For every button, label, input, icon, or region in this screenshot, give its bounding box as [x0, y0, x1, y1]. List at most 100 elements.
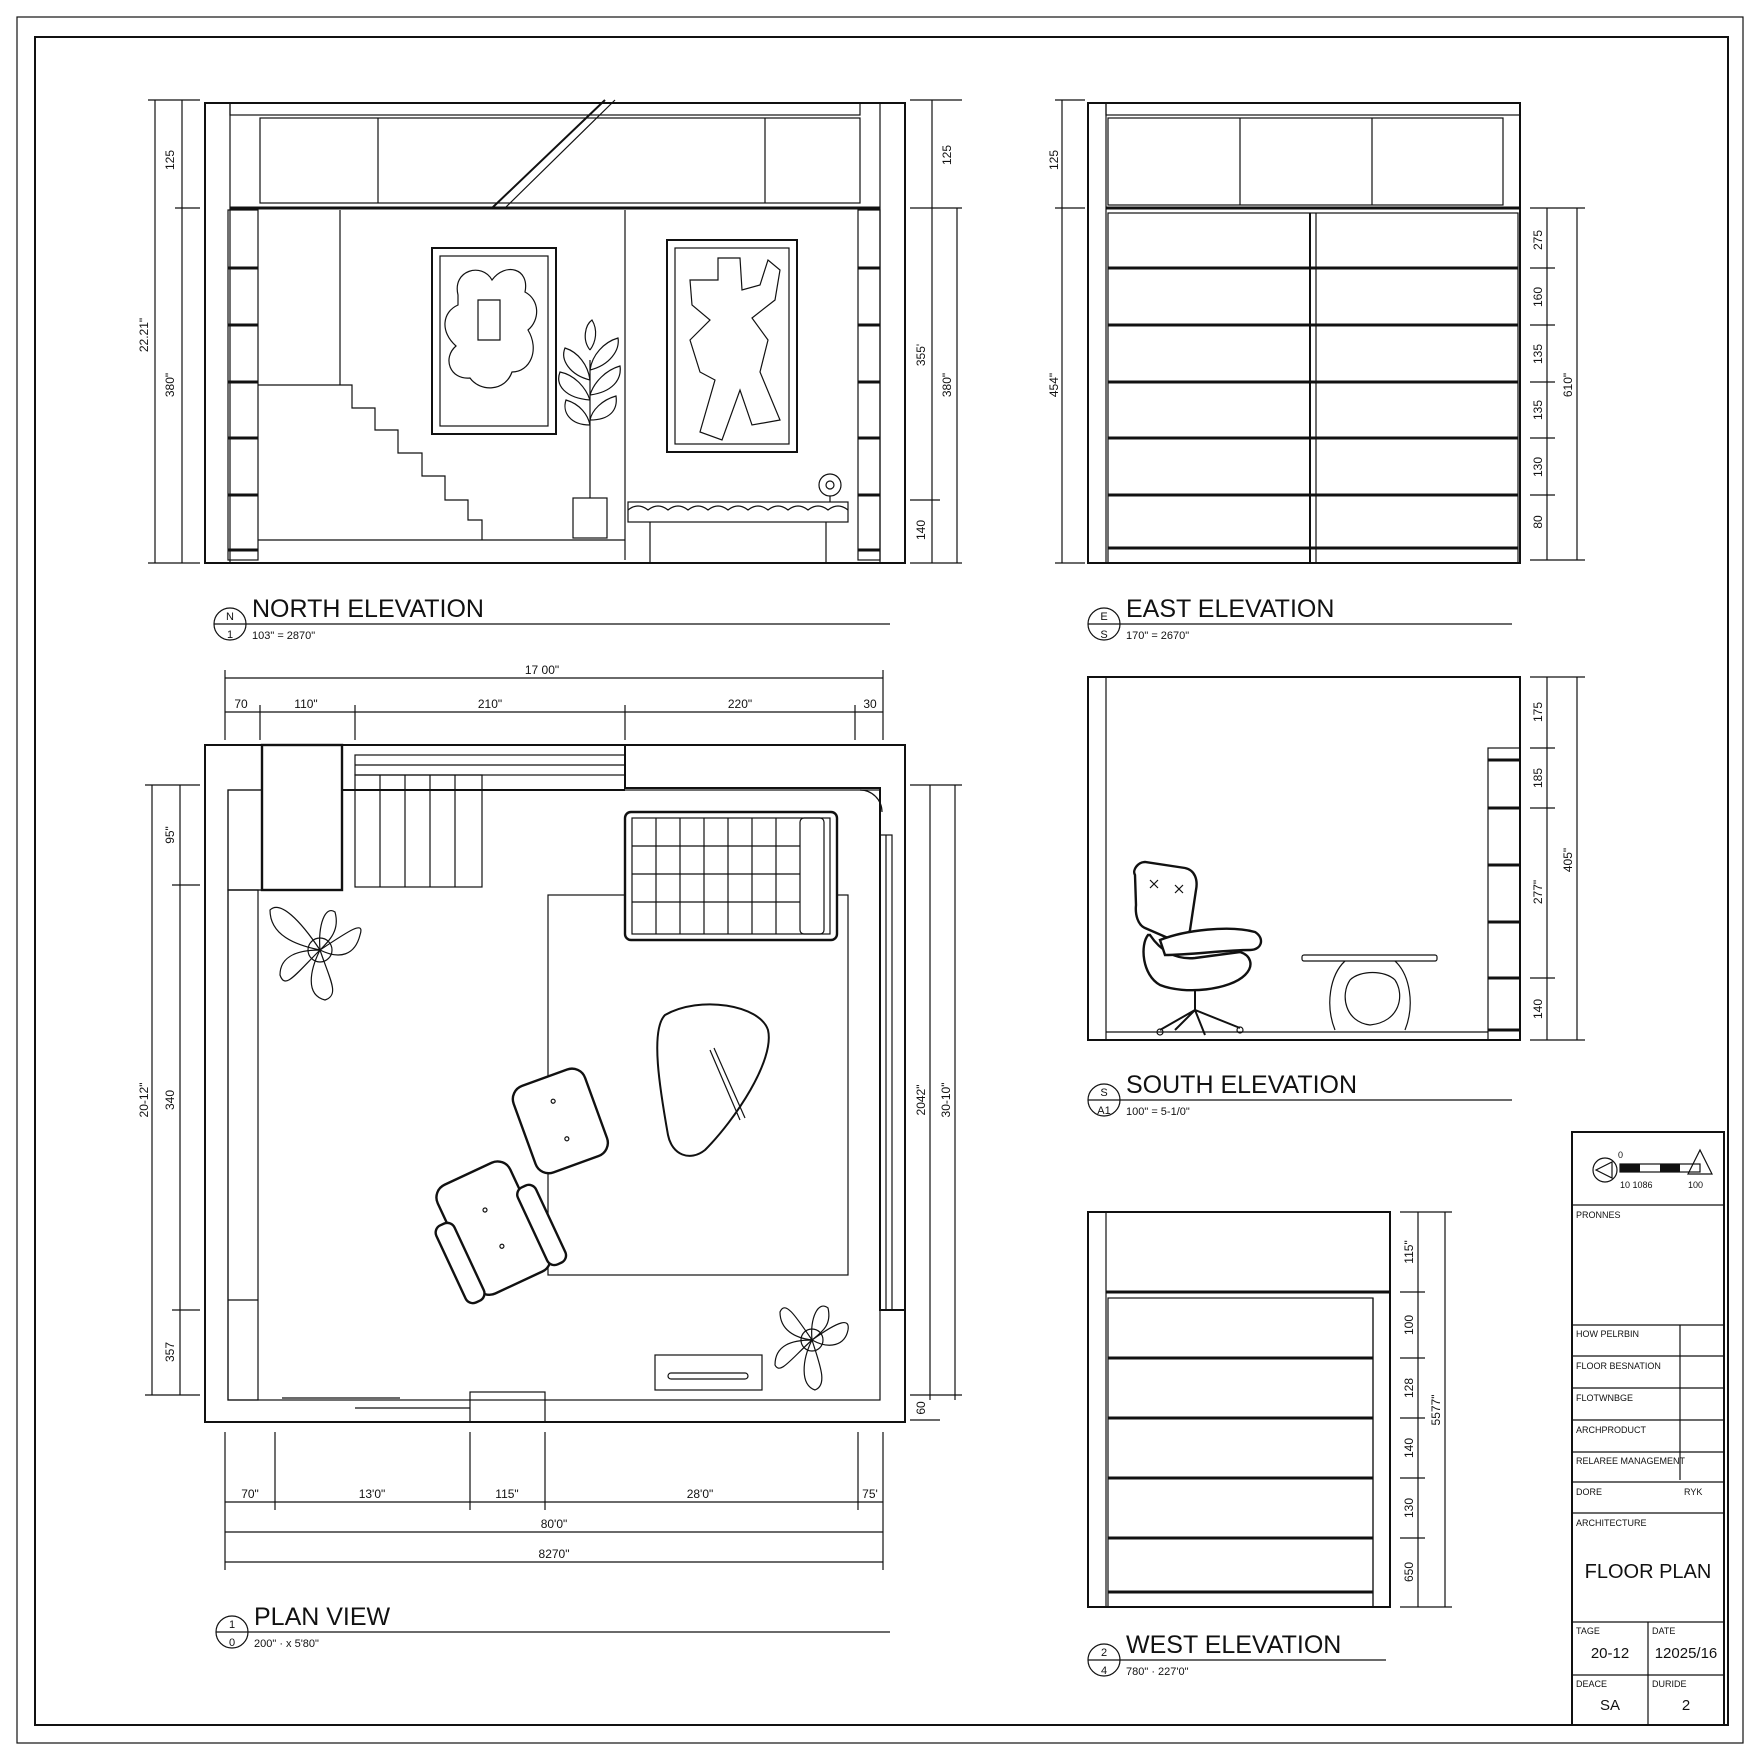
duride-value: 2	[1682, 1697, 1690, 1714]
view-scale: 200" · x 5'80"	[254, 1638, 319, 1650]
daybed-icon	[623, 810, 839, 942]
side-table-icon	[1301, 954, 1438, 1031]
dim-label: 75'	[862, 1487, 878, 1501]
view-title: SOUTH ELEVATION	[1126, 1071, 1357, 1099]
outer-border	[16, 16, 1744, 1744]
dim-label: 275	[1531, 230, 1545, 250]
dim-label: 125	[940, 145, 954, 165]
dim-label: 30	[863, 697, 877, 711]
view-title: PLAN VIEW	[254, 1603, 391, 1631]
south-elevation: 175 185 277" 140 405" S A1 SOUTH ELEVATI…	[1087, 676, 1585, 1118]
coffee-table-icon	[656, 1003, 770, 1157]
badge-top: 1	[229, 1619, 235, 1631]
dim-label: 115"	[1402, 1240, 1416, 1263]
badge-bottom: 0	[229, 1637, 235, 1649]
dim-label: 355'	[914, 344, 928, 366]
tb-row: FLOOR BESNATION	[1576, 1361, 1661, 1371]
badge-bottom: A1	[1097, 1105, 1110, 1117]
dim-label: 70	[234, 697, 248, 711]
title-block: 0 10 1086 100 PRONNES HOW PELRBIN FLOOR …	[1571, 1131, 1725, 1726]
artwork-frame-icon	[431, 247, 557, 435]
tb-row: FLOTWNBGE	[1576, 1393, 1633, 1403]
dim-label: 80'0"	[541, 1517, 568, 1531]
view-scale: 170" = 2670"	[1126, 630, 1189, 642]
date-value: 12025/16	[1655, 1645, 1718, 1662]
dim-label: 125	[163, 150, 177, 170]
dim-label: 130	[1402, 1498, 1416, 1518]
duride-label: DURIDE	[1652, 1679, 1687, 1689]
potted-plant-icon	[558, 319, 621, 539]
dimension-lines	[1530, 676, 1585, 1041]
north-elevation: 125 22.21" 380" 125 355' 380" 140 N 1 NO…	[137, 99, 962, 642]
scale-mid: 10 1086	[1620, 1180, 1653, 1190]
view-title: NORTH ELEVATION	[252, 595, 484, 623]
tb-row: DORE	[1576, 1487, 1602, 1497]
view-scale: 103" = 2870"	[252, 630, 315, 642]
dim-label: 22.21"	[137, 318, 151, 352]
artwork-frame-icon	[666, 239, 798, 453]
dim-label: 185	[1531, 768, 1545, 788]
scale-start: 0	[1618, 1150, 1623, 1160]
dim-label: 115"	[495, 1487, 518, 1501]
lounge-chair-icon	[1133, 860, 1263, 1036]
dim-label: 140	[914, 520, 928, 540]
dim-label: 20-12"	[137, 1083, 151, 1118]
bench-icon	[627, 473, 849, 563]
dim-label: 210"	[478, 697, 502, 711]
deace-value: SA	[1600, 1697, 1620, 1714]
badge-top: S	[1100, 1087, 1107, 1099]
dim-label: 95"	[163, 826, 177, 844]
tb-row: PRONNES	[1576, 1210, 1621, 1220]
dim-label: 30-10"	[939, 1083, 953, 1118]
north-arrow-icon	[1592, 1157, 1618, 1183]
badge-bottom: 1	[227, 629, 233, 641]
view-title: EAST ELEVATION	[1126, 595, 1334, 623]
dimension-lines	[1055, 99, 1585, 564]
dim-label: 380"	[163, 373, 177, 397]
tb-row: ARCHITECTURE	[1576, 1518, 1647, 1528]
dim-label: 380"	[940, 373, 954, 397]
tb-row: ARCHPRODUCT	[1576, 1425, 1647, 1435]
view-scale: 780" · 227'0"	[1126, 1666, 1189, 1678]
tb-row: RELAREE MANAGEMENT	[1576, 1456, 1686, 1466]
dim-label: 135	[1531, 400, 1545, 420]
date-label: DATE	[1652, 1626, 1675, 1636]
dim-label: 340	[163, 1090, 177, 1110]
dim-label: 130	[1531, 457, 1545, 477]
dim-label: 357	[163, 1342, 177, 1362]
west-elevation: 115" 100 128 140 130 650 5577" 2 4 WEST …	[1087, 1211, 1452, 1678]
dim-label: 13'0"	[359, 1487, 386, 1501]
dim-label: 2042"	[914, 1085, 928, 1116]
scale-end: 100	[1688, 1180, 1703, 1190]
dim-label: 100	[1402, 1315, 1416, 1335]
dim-label: 140	[1402, 1438, 1416, 1458]
plan-view: 17 00" 70 110" 210" 220" 30 95" 340 20-1…	[137, 663, 962, 1650]
dim-label: 110"	[294, 697, 317, 711]
dim-label: 125	[1047, 150, 1061, 170]
sheet-title: FLOOR PLAN	[1585, 1561, 1712, 1583]
view-scale: 100" = 5-1/0"	[1126, 1106, 1190, 1118]
dim-label: 17 00"	[525, 663, 559, 677]
plant-icon	[269, 906, 362, 1001]
badge-bottom: 4	[1101, 1665, 1107, 1677]
inner-border	[34, 36, 1729, 1726]
dim-label: 405"	[1561, 848, 1575, 872]
badge-top: E	[1100, 611, 1107, 623]
dim-label: 5577"	[1429, 1395, 1443, 1426]
dim-label: 160	[1531, 287, 1545, 307]
dim-label: 8270"	[539, 1547, 570, 1561]
dim-label: 128	[1402, 1378, 1416, 1398]
dim-label: 454"	[1047, 373, 1061, 397]
dim-label: 135	[1531, 344, 1545, 364]
badge-bottom: S	[1100, 629, 1107, 641]
dim-label: 70"	[241, 1487, 259, 1501]
lounge-chair-icon	[434, 1067, 610, 1305]
dimension-lines	[148, 99, 962, 564]
dim-label: 140	[1531, 999, 1545, 1019]
dim-label: 610"	[1561, 373, 1575, 397]
east-elevation: 125 454" 275 160 135 135 130 80 610" E S…	[1047, 99, 1585, 642]
view-title: WEST ELEVATION	[1126, 1631, 1341, 1659]
tage-label: TAGE	[1576, 1626, 1600, 1636]
deace-label: DEACE	[1576, 1679, 1607, 1689]
